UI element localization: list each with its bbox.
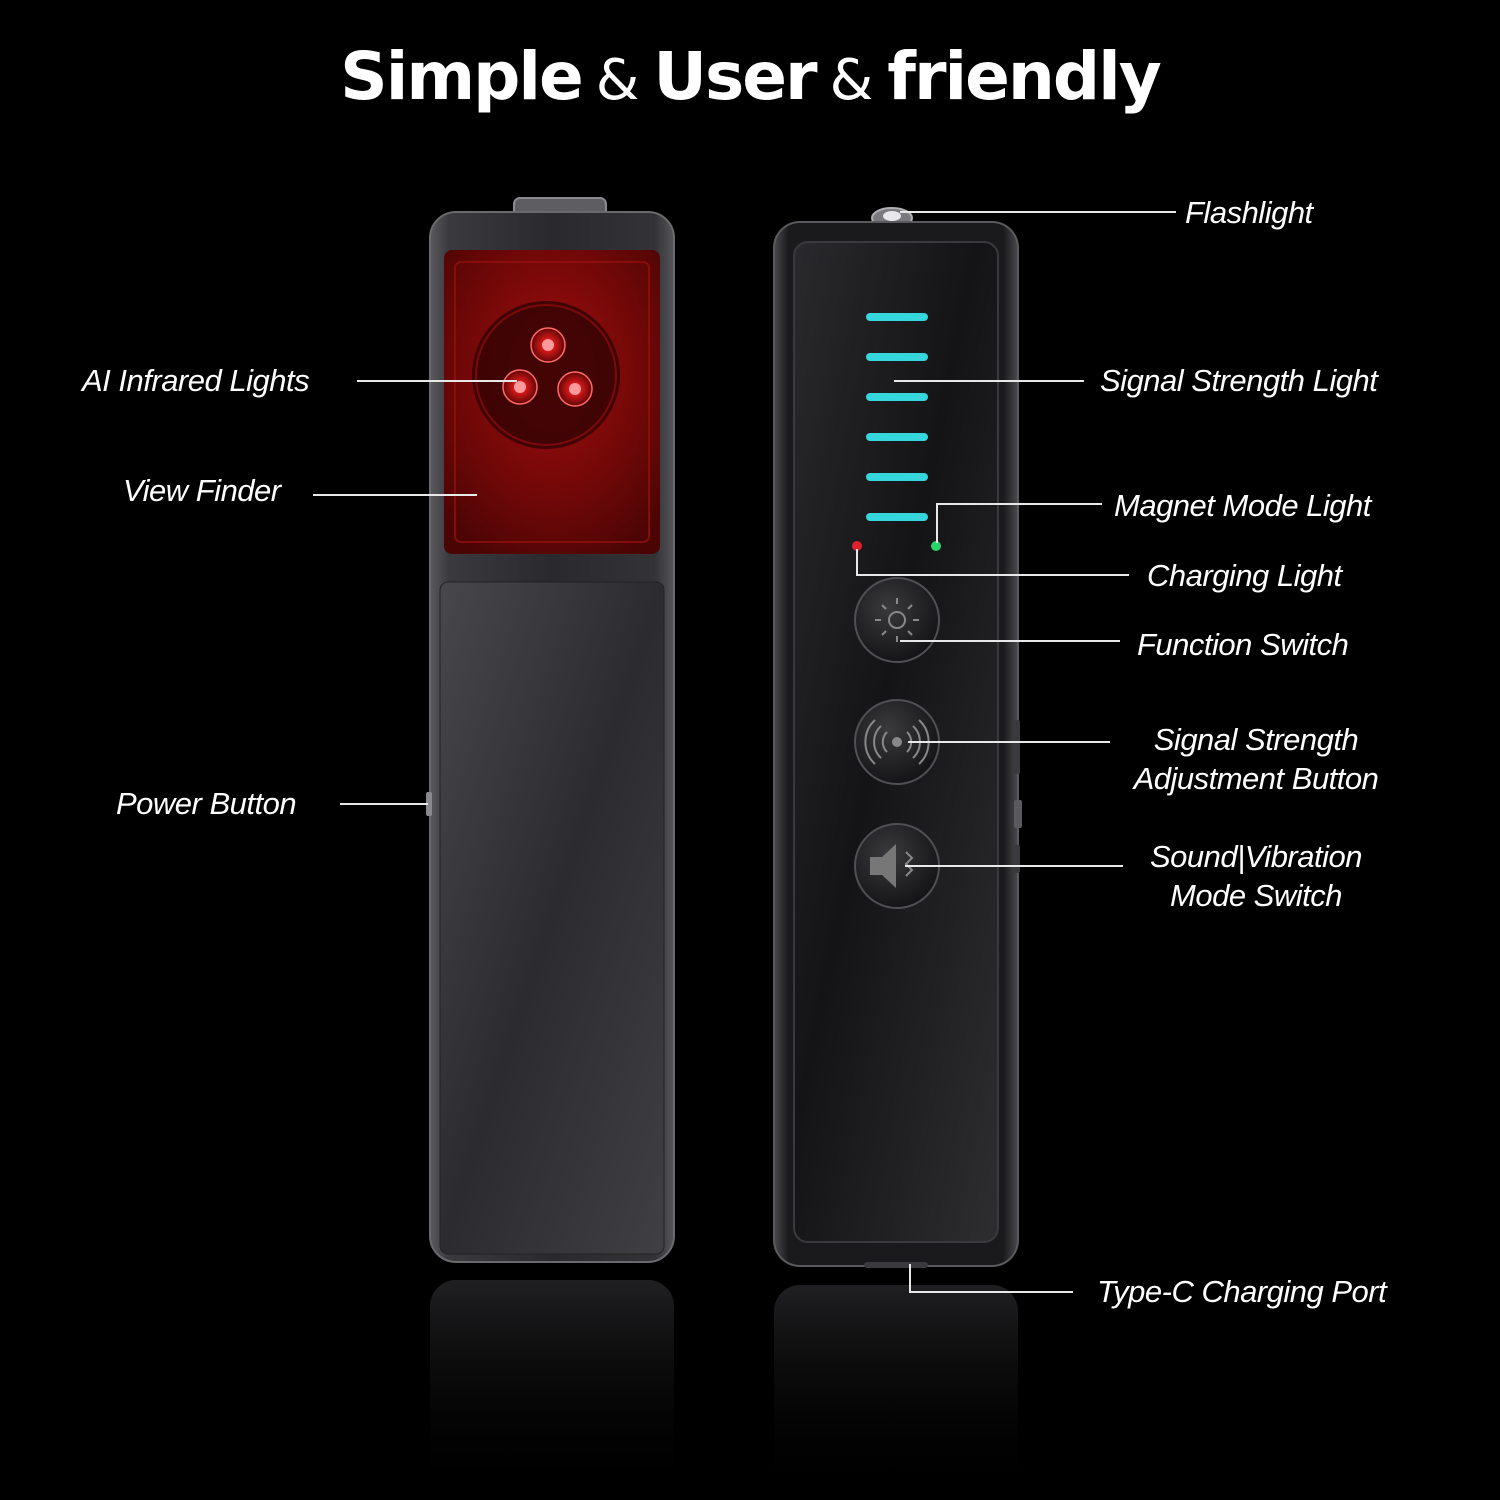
label-view-finder: View Finder [123, 473, 281, 508]
title-ampersand: & [829, 48, 874, 113]
title-word-user: User [653, 38, 817, 115]
leader-line [894, 380, 1084, 382]
device-reflection [774, 1285, 1018, 1500]
leader-line [856, 549, 858, 575]
side-switch [1014, 800, 1022, 828]
signal-bar [866, 393, 928, 401]
label-line: Mode Switch [1170, 878, 1342, 913]
label-ai-infrared-lights: AI Infrared Lights [82, 363, 310, 398]
label-sound-vibration-mode-switch: Sound|Vibration Mode Switch [1106, 837, 1406, 915]
leader-line [900, 211, 1176, 213]
sun-icon [875, 598, 919, 642]
label-function-switch: Function Switch [1137, 627, 1349, 662]
label-line: Signal Strength [1153, 722, 1359, 757]
side-slot [1014, 720, 1020, 774]
leader-line [909, 1291, 1073, 1293]
label-signal-strength-adjustment-button: Signal Strength Adjustment Button [1106, 720, 1406, 798]
leader-line [936, 503, 938, 543]
device-front-view [773, 207, 1022, 1500]
leader-line [357, 380, 517, 382]
speaker-icon [870, 844, 914, 888]
label-power-button: Power Button [116, 786, 297, 821]
leader-line [905, 865, 1123, 867]
signal-bar [866, 473, 928, 481]
label-line: Adjustment Button [1133, 761, 1379, 796]
label-type-c-charging-port: Type-C Charging Port [1097, 1274, 1387, 1309]
leader-line [937, 503, 1102, 505]
device-reflection [430, 1280, 674, 1500]
type-c-port [864, 1262, 928, 1268]
signal-bar [866, 353, 928, 361]
signal-bar [866, 513, 928, 521]
page-title: Simple&User&friendly [0, 38, 1500, 115]
device-face-panel [439, 581, 665, 1255]
device-back-view [426, 197, 675, 1500]
signal-bar [866, 433, 928, 441]
label-magnet-mode-light: Magnet Mode Light [1114, 488, 1371, 523]
leader-line [313, 494, 477, 496]
side-slot [1014, 845, 1020, 873]
signal-bar [866, 313, 928, 321]
signal-adjust-button [854, 699, 940, 785]
leader-line [340, 803, 428, 805]
leader-line [856, 574, 1129, 576]
charging-led [852, 541, 862, 551]
function-switch-button [854, 577, 940, 663]
label-signal-strength-light: Signal Strength Light [1100, 363, 1378, 398]
label-flashlight: Flashlight [1185, 195, 1313, 230]
leader-line [900, 640, 1120, 642]
leader-line [908, 741, 1110, 743]
title-word-simple: Simple [340, 38, 584, 115]
title-word-friendly: friendly [887, 38, 1162, 115]
infrared-lens-housing [472, 301, 620, 449]
label-line: Sound|Vibration [1150, 839, 1362, 874]
leader-line [909, 1264, 911, 1292]
magnet-mode-led [931, 541, 941, 551]
signal-strength-bars [866, 313, 928, 521]
power-button [426, 792, 432, 816]
label-charging-light: Charging Light [1147, 558, 1342, 593]
title-ampersand: & [595, 48, 640, 113]
infrared-light-icon [502, 327, 593, 407]
